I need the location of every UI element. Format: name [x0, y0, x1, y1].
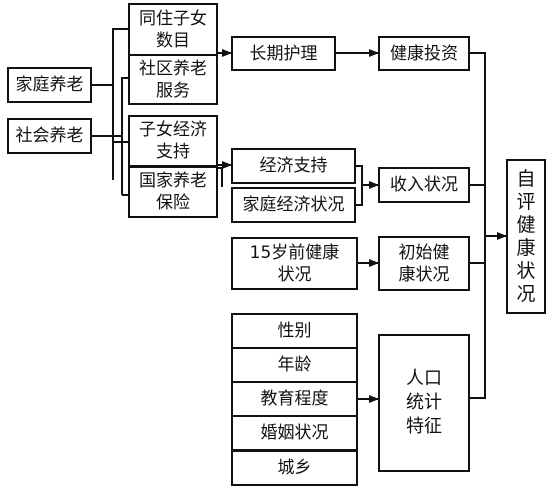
- coresident-children-box: 同住子女 数目: [128, 3, 218, 56]
- economic-support-box: 经济支持: [231, 148, 356, 184]
- education-box: 教育程度: [231, 381, 358, 417]
- age-box: 年龄: [231, 347, 358, 383]
- family-care-box: 家庭养老: [7, 67, 92, 103]
- demographics-box: 人口 统计 特征: [378, 334, 470, 472]
- urban-rural-box: 城乡: [231, 450, 358, 486]
- self-rated-health-box: 自 评 健 康 状 况: [506, 159, 546, 314]
- health-investment-box: 健康投资: [378, 36, 470, 71]
- connector-health-investment-to-spine: [469, 52, 486, 399]
- connector-economic-to-income: [355, 165, 363, 206]
- state-security-box: 国家养老 保险: [128, 166, 218, 218]
- initial-health-box: 初始健 康状况: [378, 236, 470, 291]
- social-care-box: 社会养老: [7, 118, 92, 154]
- health-pre15-box: 15岁前健康 状况: [231, 237, 358, 290]
- household-economy-box: 家庭经济状况: [231, 187, 356, 223]
- connector-family-to-group: [91, 28, 129, 86]
- long-term-care-box: 长期护理: [231, 36, 336, 71]
- community-service-box: 社区养老 服务: [128, 54, 218, 105]
- connector-social-to-group: [91, 77, 129, 137]
- gender-box: 性别: [231, 313, 358, 349]
- income-status-box: 收入状况: [378, 167, 470, 203]
- marital-box: 婚姻状况: [231, 415, 358, 451]
- children-support-box: 子女经济 支持: [128, 115, 218, 167]
